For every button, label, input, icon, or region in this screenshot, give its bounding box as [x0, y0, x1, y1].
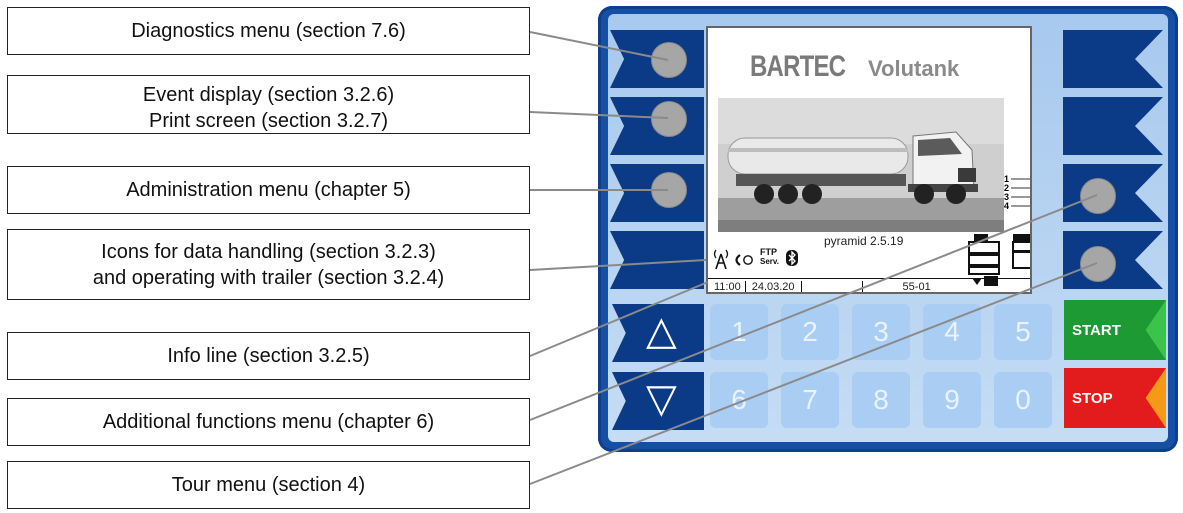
ftp-icon: FTP Serv.: [760, 247, 779, 267]
key-8[interactable]: 8: [852, 372, 910, 428]
callout-diagnostics-menu: Diagnostics menu (section 7.6): [7, 7, 530, 55]
ftp-label: FTP: [760, 247, 777, 257]
callout-event-display-print-screen: Event display (section 3.2.6) Print scre…: [7, 75, 530, 134]
circle-icon: [743, 255, 753, 265]
callout-line: Event display (section 3.2.6): [142, 84, 395, 106]
callout-line: Tour menu (section 4): [171, 474, 366, 496]
callout-data-handling-icons: Icons for data handling (section 3.2.3) …: [7, 229, 530, 300]
callout-line: Diagnostics menu (section 7.6): [131, 20, 406, 42]
down-arrow-icon: ▽: [646, 377, 677, 421]
key-2[interactable]: 2: [781, 304, 839, 360]
key-6[interactable]: 6: [710, 372, 768, 428]
up-arrow-icon: △: [646, 309, 677, 353]
callout-line: Icons for data handling (section 3.2.3): [101, 240, 436, 263]
stop-button[interactable]: STOP: [1064, 368, 1166, 428]
start-button[interactable]: START: [1064, 300, 1166, 360]
stop-chevron-icon: [1145, 368, 1166, 428]
antenna-icon: [713, 249, 729, 270]
key-7[interactable]: 7: [781, 372, 839, 428]
start-chevron-icon: [1145, 300, 1166, 360]
software-version: pyramid 2.5.19: [824, 234, 904, 248]
callout-additional-functions-menu: Additional functions menu (chapter 6): [7, 398, 530, 446]
key-3[interactable]: 3: [852, 304, 910, 360]
product-name: Volutank: [868, 56, 960, 81]
display-screen: BARTEC Volutank 1 2 3: [706, 26, 1032, 294]
key-9[interactable]: 9: [923, 372, 981, 428]
callout-info-line: Info line (section 3.2.5): [7, 332, 530, 380]
softkey-right-1[interactable]: [1063, 30, 1163, 88]
softkey-indicator-dot: [651, 101, 687, 137]
softkey-indicator-dot: [651, 42, 687, 78]
key-4[interactable]: 4: [923, 304, 981, 360]
start-label: START: [1072, 321, 1121, 339]
tanker-truck-image: [718, 98, 1004, 232]
ftp-serv-label: Serv.: [760, 257, 779, 266]
callout-line: Administration menu (chapter 5): [126, 179, 411, 201]
info-line: 11:00 24.03.20 55-01: [708, 278, 1030, 293]
stop-label: STOP: [1072, 389, 1113, 407]
info-code: 55-01: [902, 281, 931, 293]
info-time: 11:00: [708, 281, 746, 292]
callout-line: Additional functions menu (chapter 6): [102, 411, 435, 433]
softkey-indicator-dot: [1080, 178, 1116, 214]
key-1[interactable]: 1: [710, 304, 768, 360]
callout-line: Print screen (section 3.2.7): [149, 110, 388, 132]
softkey-right-2[interactable]: [1063, 97, 1163, 155]
softkey-indicator-dot: [1080, 246, 1116, 282]
softkey-left-4[interactable]: [610, 231, 704, 289]
key-0[interactable]: 0: [994, 372, 1052, 428]
callout-tour-menu: Tour menu (section 4): [7, 461, 530, 509]
numbered-list-icon: 1 2 3 4: [1004, 174, 1030, 211]
bluetooth-icon: [786, 250, 798, 266]
brand-logo: BARTEC: [750, 50, 846, 83]
key-5[interactable]: 5: [994, 304, 1052, 360]
callout-line: and operating with trailer (section 3.2.…: [92, 266, 445, 289]
callout-administration-menu: Administration menu (chapter 5): [7, 166, 530, 214]
callout-line: Info line (section 3.2.5): [167, 345, 370, 367]
moon-icon: [735, 254, 741, 266]
softkey-indicator-dot: [651, 172, 687, 208]
second-compartment-icon: [1012, 234, 1030, 269]
info-date: 24.03.20: [746, 281, 802, 292]
